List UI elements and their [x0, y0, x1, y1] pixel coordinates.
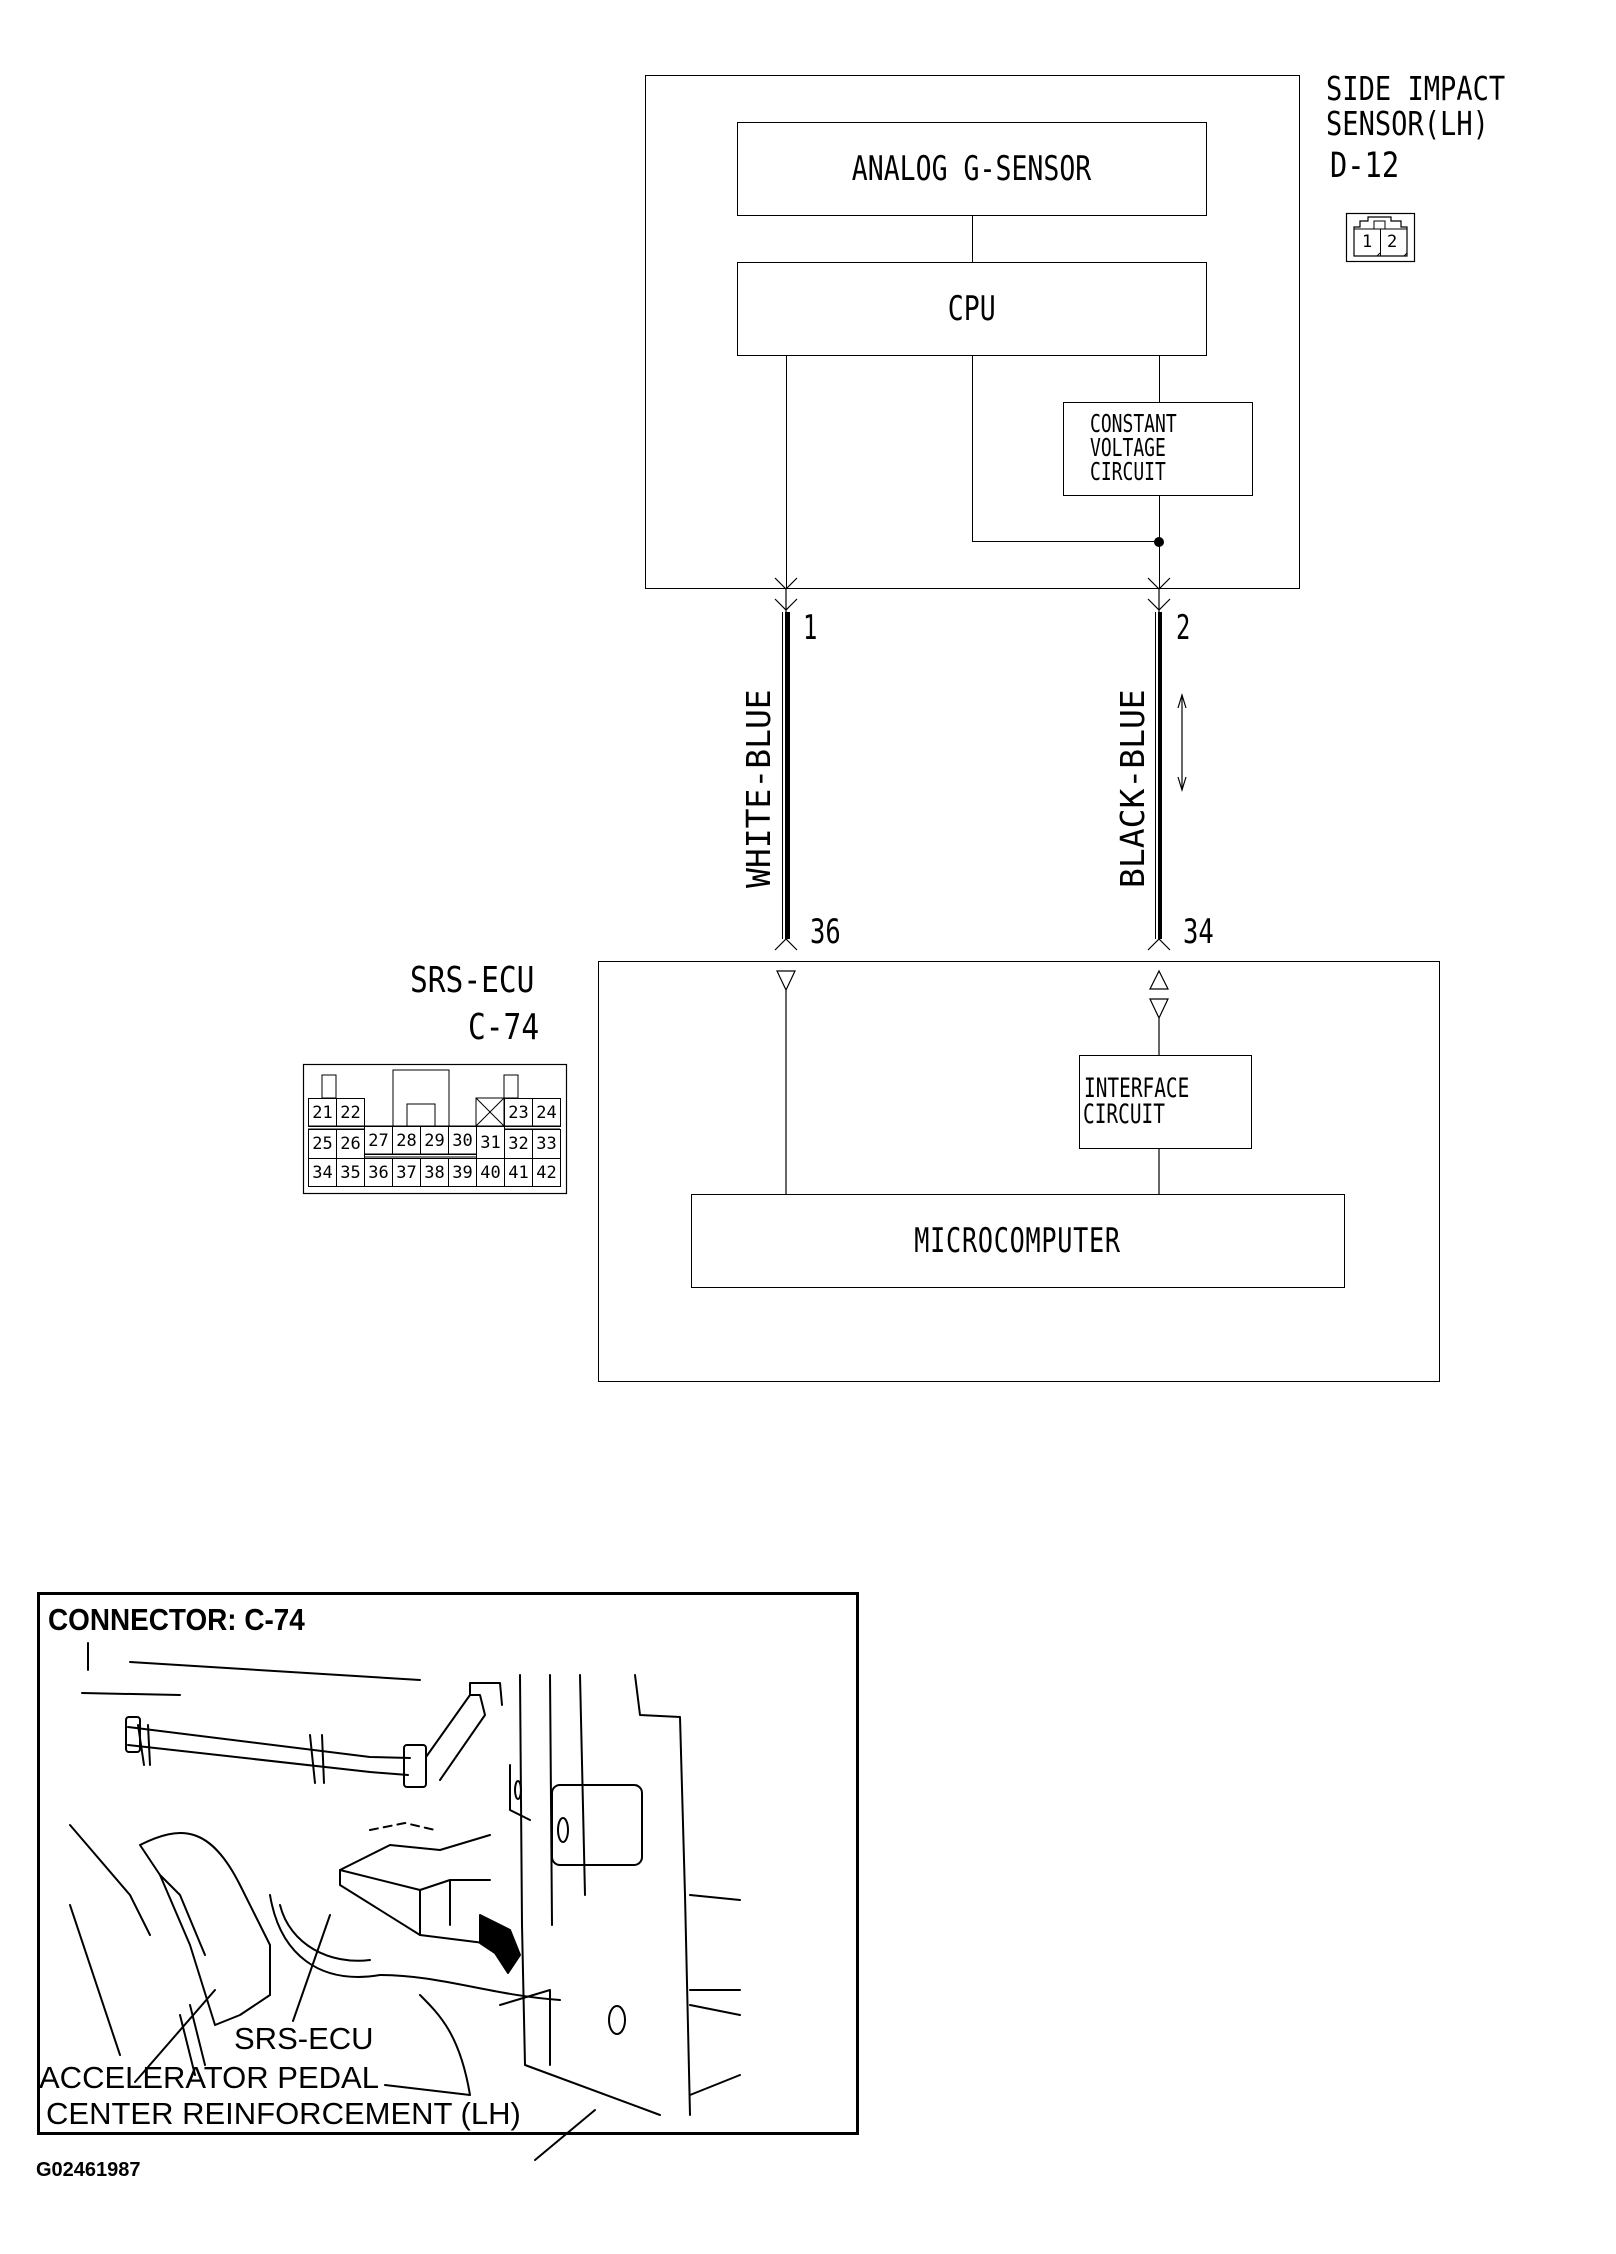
c74-pin: 42	[532, 1158, 561, 1187]
cpu-label: CPU	[948, 289, 996, 329]
cpu-block: CPU	[737, 262, 1207, 356]
c74-pin: 27	[364, 1126, 393, 1155]
srs-ecu-box	[598, 961, 1440, 1382]
bidirectional-arrow-icon	[1177, 692, 1187, 793]
constant-voltage-label-1: CONSTANT	[1090, 409, 1177, 438]
c74-pin: 35	[336, 1158, 365, 1187]
analog-g-sensor-block: ANALOG G-SENSOR	[737, 122, 1207, 216]
wire-black-blue	[1158, 612, 1162, 939]
cpu-middle-line	[972, 356, 973, 542]
callout-srs-ecu: SRS-ECU	[234, 2021, 374, 2056]
c74-pin: 26	[336, 1129, 365, 1159]
c74-pin: 22	[336, 1098, 365, 1127]
c74-pin: 33	[532, 1129, 561, 1159]
microcomputer-block: MICROCOMPUTER	[691, 1194, 1345, 1288]
c74-pin: 24	[532, 1098, 561, 1127]
c74-pin: 31	[476, 1126, 505, 1159]
ecu-input-terminals	[776, 969, 1169, 1194]
connector-location-figure: CONNECTOR: C-74	[37, 1592, 859, 2161]
d12-pin-2: 2	[1387, 232, 1398, 252]
c74-pin: 36	[364, 1158, 393, 1187]
c74-pin: 30	[448, 1126, 477, 1155]
c74-pin: 29	[420, 1126, 449, 1155]
constant-voltage-label-3: CIRCUIT	[1090, 457, 1166, 486]
wire-connector-chevrons	[774, 577, 1171, 951]
ecu-connector-id: C-74	[468, 1007, 540, 1048]
c74-pin: 21	[308, 1098, 337, 1127]
d12-connector-icon: 1 2	[1345, 212, 1416, 263]
analog-g-sensor-label: ANALOG G-SENSOR	[852, 149, 1092, 189]
wire-white-blue	[785, 612, 790, 939]
callout-center-reinforcement: CENTER REINFORCEMENT (LH)	[46, 2096, 521, 2131]
c74-pin: 38	[420, 1158, 449, 1187]
c74-pin: 23	[504, 1098, 533, 1127]
cpu-output-line-pin1	[786, 356, 787, 589]
c74-pin: 40	[476, 1158, 505, 1187]
microcomputer-label: MICROCOMPUTER	[914, 1221, 1122, 1261]
side-impact-sensor-box	[645, 75, 1300, 589]
cpu-to-junction-line	[972, 541, 1159, 542]
c74-pin: 34	[308, 1158, 337, 1187]
c74-pin: 41	[504, 1158, 533, 1187]
interface-label-1: INTERFACE	[1084, 1073, 1190, 1104]
footwell-illustration	[69, 1642, 741, 2161]
d12-pin-1: 1	[1362, 232, 1373, 252]
interface-label-2: CIRCUIT	[1083, 1099, 1165, 1130]
constant-voltage-circuit-block: CONSTANT VOLTAGE CIRCUIT	[1063, 402, 1253, 496]
constant-voltage-label-2: VOLTAGE	[1090, 433, 1166, 462]
wire-white-blue-ecu-pin: 36	[810, 912, 841, 952]
c74-pin: 39	[448, 1158, 477, 1187]
sensor-title-line2: SENSOR(LH)	[1326, 104, 1489, 143]
junction-dot	[1154, 537, 1164, 547]
interface-circuit-block: INTERFACE CIRCUIT	[1079, 1055, 1252, 1149]
wire-black-blue-outline	[1155, 612, 1156, 939]
sensor-connector-id: D-12	[1330, 146, 1400, 186]
cpu-to-constant-voltage-line	[1159, 356, 1160, 402]
wire-black-blue-sensor-pin: 2	[1176, 608, 1191, 648]
c74-connector-icon: 21 22 23 24 25 26 27 28 29 30 31 32 33 3…	[302, 1063, 568, 1195]
c74-pin: 37	[392, 1158, 421, 1187]
location-figure-title: CONNECTOR: C-74	[48, 1602, 305, 1637]
c74-pin: 32	[504, 1129, 533, 1159]
wire-white-blue-sensor-pin: 1	[803, 608, 818, 648]
sensor-title-line1: SIDE IMPACT	[1326, 69, 1506, 108]
wire-black-blue-ecu-pin: 34	[1183, 912, 1214, 952]
callout-accelerator-pedal: ACCELERATOR PEDAL	[39, 2060, 379, 2095]
c74-pin: 28	[392, 1126, 421, 1155]
ecu-title: SRS-ECU	[410, 960, 535, 1001]
wire-white-blue-outline	[782, 612, 783, 939]
figure-id: G02461987	[36, 2159, 141, 2181]
g-sensor-to-cpu-line	[972, 216, 973, 262]
c74-pin: 25	[308, 1129, 337, 1159]
